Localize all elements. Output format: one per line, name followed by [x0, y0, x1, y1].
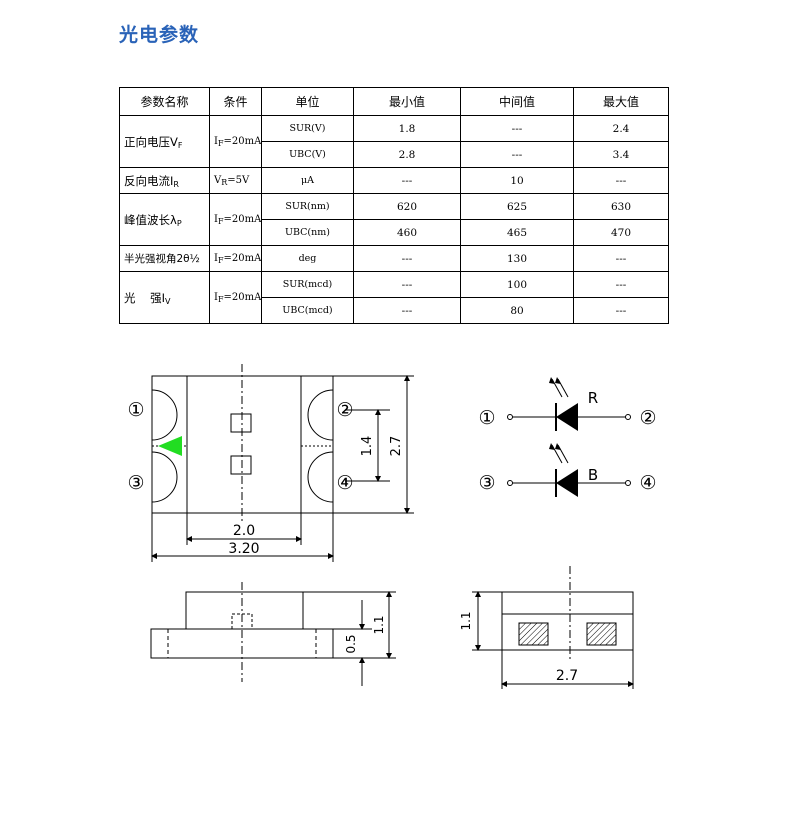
pin-label-3: ③ — [127, 472, 144, 494]
notch-1 — [151, 389, 178, 441]
max-cell: 3.4 — [573, 141, 669, 168]
typ-cell: --- — [460, 141, 574, 168]
schematic-label-b: B — [588, 466, 598, 484]
table-row: 峰值波长λP IF=20mA SUR(nm) 620 625 630 — [119, 193, 669, 246]
unit-cell: SUR(mcd) — [261, 271, 354, 298]
min-cell: --- — [353, 167, 461, 194]
unit-cell: UBC(V) — [261, 141, 354, 168]
unit-cell: UBC(mcd) — [261, 297, 354, 324]
section-title: 光电参数 — [119, 24, 200, 46]
param-reverse-current: 反向电流IR — [119, 167, 210, 194]
param-peak-wavelength: 峰值波长λP — [119, 193, 210, 246]
typ-cell: 100 — [460, 271, 574, 298]
header-condition: 条件 — [209, 87, 262, 116]
dim-label-2-7: 2.7 — [389, 436, 404, 457]
cond-forward-voltage: IF=20mA — [209, 115, 262, 168]
max-cell: --- — [573, 245, 669, 272]
polarity-marker — [158, 436, 182, 456]
cond-reverse-current: VR=5V — [209, 167, 262, 194]
typ-cell: 80 — [460, 297, 574, 324]
dim-label-2-0: 2.0 — [233, 523, 255, 539]
dimension-1-4 — [345, 409, 390, 482]
cond-luminous-intensity: IF=20mA — [209, 271, 262, 324]
led-b-symbol — [556, 469, 578, 497]
pin-label-4: ④ — [336, 472, 353, 494]
max-cell: 2.4 — [573, 115, 669, 142]
min-cell: 1.8 — [353, 115, 461, 142]
cond-viewing-angle: IF=20mA — [209, 245, 262, 272]
max-cell: --- — [573, 167, 669, 194]
max-cell: --- — [573, 297, 669, 324]
unit-cell: deg — [261, 245, 354, 272]
header-max: 最大值 — [573, 87, 669, 116]
min-cell: 460 — [353, 219, 461, 246]
param-forward-voltage: 正向电压VF — [119, 115, 210, 168]
unit-cell: μA — [261, 167, 354, 194]
max-cell: 470 — [573, 219, 669, 246]
table-row: 光 强IV IF=20mA SUR(mcd) --- 100 --- — [119, 271, 669, 324]
schematic: ① ② ③ ④ R B — [478, 377, 657, 497]
table-row: 半光强视角2θ½ IF=20mA deg --- 130 --- — [119, 245, 669, 272]
notch-3 — [151, 451, 178, 503]
notch-2 — [307, 389, 334, 441]
table-row: 正向电压VF IF=20mA SUR(V) 1.8 --- 2.4 — [119, 115, 669, 168]
unit-cell: SUR(V) — [261, 115, 354, 142]
cond-peak-wavelength: IF=20mA — [209, 193, 262, 246]
param-luminous-intensity: 光 强IV — [119, 271, 210, 324]
header-min: 最小值 — [353, 87, 461, 116]
package-drawing: ① ② ③ ④ 1.4 2.7 2.0 3.20 ① ② ③ ④ — [127, 364, 657, 689]
notch-4 — [307, 451, 334, 503]
led-r-symbol — [556, 403, 578, 431]
param-viewing-angle: 半光强视角2θ½ — [119, 245, 210, 272]
max-cell: --- — [573, 271, 669, 298]
schematic-label-r: R — [588, 389, 598, 407]
dimension-3-20 — [151, 513, 334, 562]
dim-label-2-7-side: 2.7 — [556, 668, 578, 684]
min-cell: --- — [353, 271, 461, 298]
min-cell: 620 — [353, 193, 461, 220]
dim-label-1-4: 1.4 — [360, 436, 375, 457]
header-typ: 中间值 — [460, 87, 574, 116]
dim-label-1-1: 1.1 — [372, 615, 386, 634]
header-unit: 单位 — [261, 87, 354, 116]
dim-label-3-20: 3.20 — [228, 541, 259, 557]
schematic-pin-4: ④ — [639, 472, 656, 494]
table-row: UBC(mcd) --- 80 --- — [120, 297, 669, 324]
dim-label-0-5: 0.5 — [344, 634, 358, 653]
dimension-2-7 — [333, 375, 414, 514]
table-header-row: 参数名称 条件 单位 最小值 中间值 最大值 — [119, 87, 669, 116]
top-view — [151, 364, 334, 522]
schematic-pin-2: ② — [639, 407, 656, 429]
table-row: 反向电流IR VR=5V μA --- 10 --- — [119, 167, 669, 194]
side-view — [472, 566, 634, 689]
chip-lower — [230, 455, 252, 475]
typ-cell: 10 — [460, 167, 574, 194]
header-param-name: 参数名称 — [119, 87, 210, 116]
chip-upper — [230, 413, 252, 433]
front-view — [150, 582, 396, 686]
schematic-pin-1: ① — [478, 407, 495, 429]
typ-cell: 130 — [460, 245, 574, 272]
unit-cell: SUR(nm) — [261, 193, 354, 220]
typ-cell: 465 — [460, 219, 574, 246]
table-row: UBC(V) 2.8 --- 3.4 — [120, 141, 669, 168]
min-cell: --- — [353, 297, 461, 324]
typ-cell: --- — [460, 115, 574, 142]
dim-label-1-1-side: 1.1 — [459, 611, 473, 630]
typ-cell: 625 — [460, 193, 574, 220]
min-cell: --- — [353, 245, 461, 272]
unit-cell: UBC(nm) — [261, 219, 354, 246]
parameter-table: 参数名称 条件 单位 最小值 中间值 最大值 正向电压VF IF=20mA SU… — [119, 87, 669, 324]
dimension-2-0 — [186, 513, 302, 545]
pin-label-1: ① — [127, 399, 144, 421]
min-cell: 2.8 — [353, 141, 461, 168]
max-cell: 630 — [573, 193, 669, 220]
schematic-pin-3: ③ — [478, 472, 495, 494]
